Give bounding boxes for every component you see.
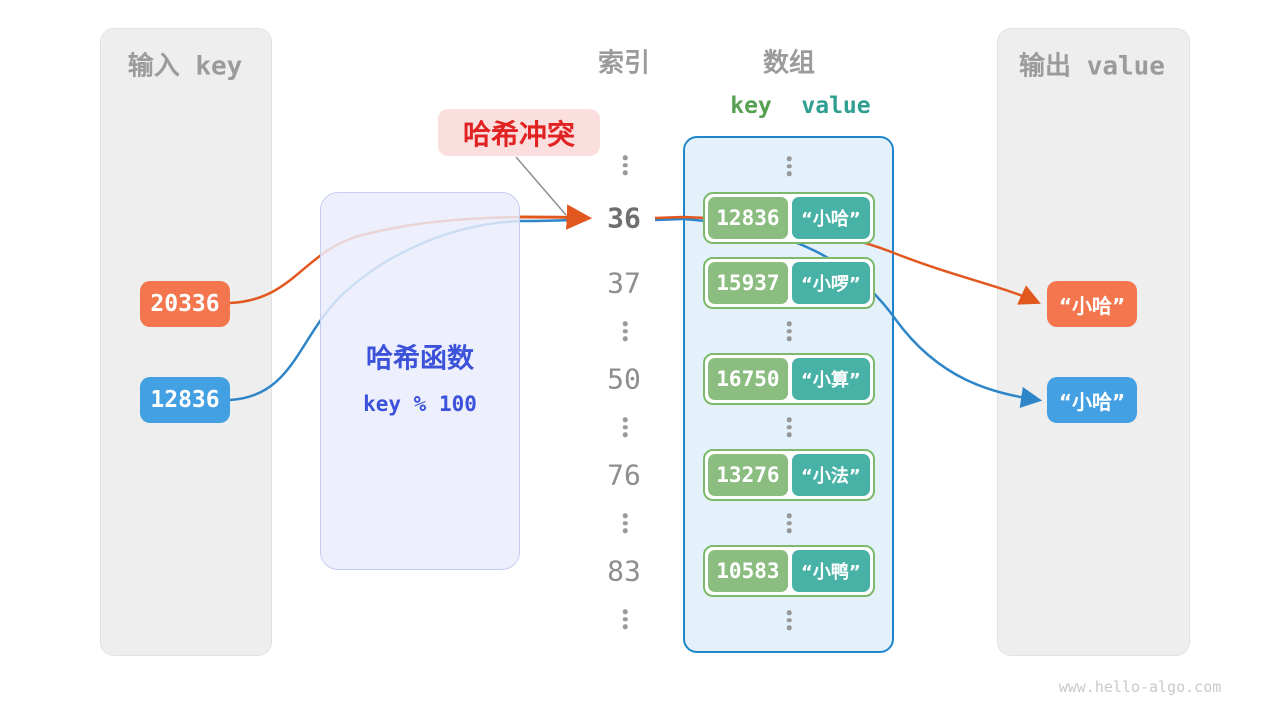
input-key-box-orange: 20336 — [140, 281, 230, 327]
output-value-box-orange: “小哈” — [1047, 281, 1137, 327]
array-value-header: value — [801, 93, 871, 119]
entry-value: “小鸭” — [791, 550, 870, 592]
array-entry: 12836 “小哈” — [703, 192, 875, 244]
vertical-ellipsis-icon — [786, 610, 792, 630]
index-value: 76 — [607, 458, 641, 492]
input-key-box-blue: 12836 — [140, 377, 230, 423]
hash-function-formula: key % 100 — [363, 392, 477, 416]
entry-value: “小啰” — [791, 262, 870, 304]
array-entry: 15937 “小啰” — [703, 257, 875, 309]
hash-function-title: 哈希函数 — [366, 343, 474, 375]
vertical-ellipsis-icon — [786, 417, 792, 437]
index-column-title: 索引 — [597, 48, 651, 79]
flow-blue-to-index — [518, 218, 587, 223]
array-entry: 10583 “小鸭” — [703, 545, 875, 597]
vertical-ellipsis-icon — [786, 513, 792, 533]
index-value-highlighted: 36 — [607, 201, 641, 235]
vertical-ellipsis-icon — [622, 155, 628, 175]
index-value: 83 — [607, 554, 641, 588]
entry-key: 15937 — [708, 262, 788, 304]
output-panel-title: 输出 value — [1019, 51, 1165, 82]
vertical-ellipsis-icon — [786, 156, 792, 176]
array-column-title: 数组 — [762, 48, 816, 79]
index-value: 50 — [607, 362, 641, 396]
index-value: 37 — [607, 266, 641, 300]
entry-key: 16750 — [708, 358, 788, 400]
entry-value: “小哈” — [791, 197, 870, 239]
watermark: www.hello-algo.com — [1058, 678, 1222, 696]
flow-blue-index-to-array — [654, 217, 684, 222]
entry-value: “小算” — [791, 358, 870, 400]
collision-pointer-line — [515, 156, 567, 216]
flow-orange-index-to-array — [654, 215, 684, 220]
entry-key: 13276 — [708, 454, 788, 496]
vertical-ellipsis-icon — [622, 513, 628, 533]
entry-value: “小法” — [791, 454, 870, 496]
flow-orange-to-index-arrow — [518, 204, 593, 230]
output-value-panel — [997, 28, 1190, 656]
vertical-ellipsis-icon — [786, 321, 792, 341]
vertical-ellipsis-icon — [622, 321, 628, 341]
input-panel-title: 输入 key — [127, 51, 243, 82]
output-value-box-blue: “小哈” — [1047, 377, 1137, 423]
vertical-ellipsis-icon — [622, 609, 628, 629]
array-entry: 13276 “小法” — [703, 449, 875, 501]
array-key-header: key — [730, 93, 772, 119]
input-key-panel — [100, 28, 272, 656]
vertical-ellipsis-icon — [622, 417, 628, 437]
hash-collision-label: 哈希冲突 — [438, 109, 600, 156]
hash-function-box: 哈希函数 key % 100 — [320, 192, 520, 570]
array-entry: 16750 “小算” — [703, 353, 875, 405]
entry-key: 10583 — [708, 550, 788, 592]
entry-key: 12836 — [708, 197, 788, 239]
